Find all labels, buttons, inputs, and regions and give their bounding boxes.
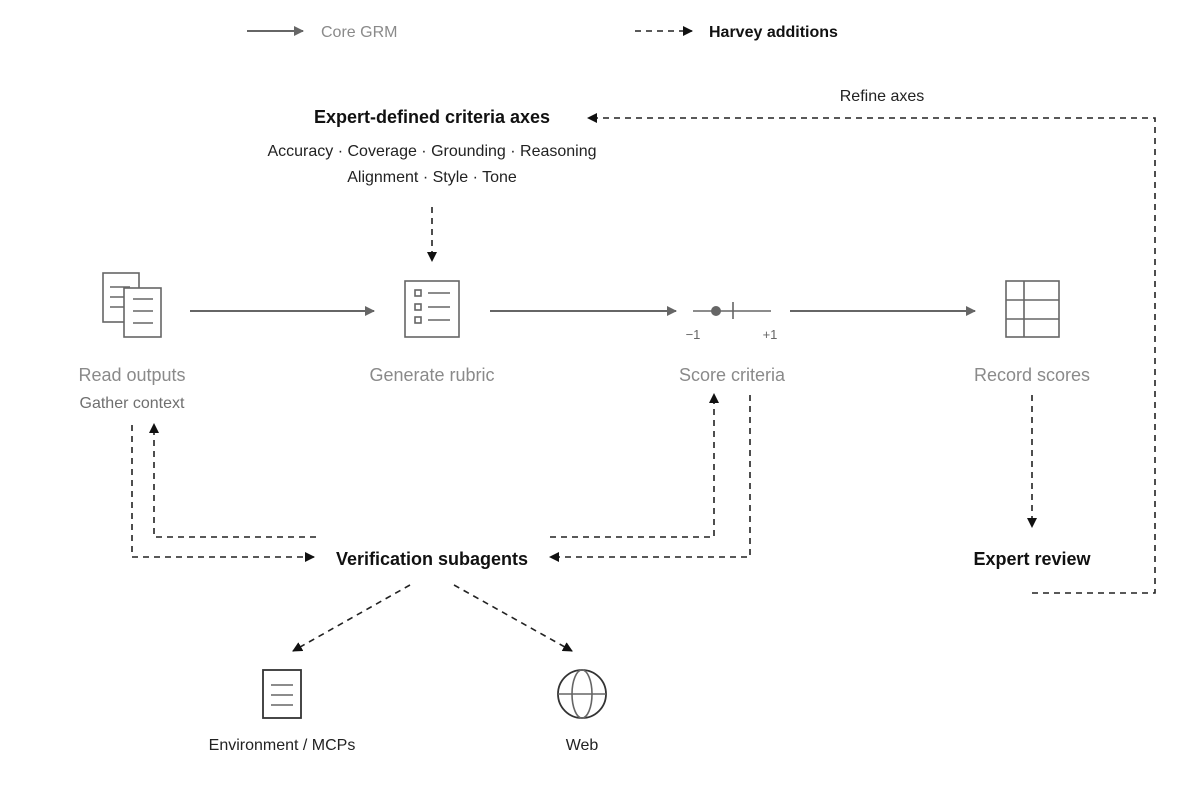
verification-to-read-arrow [149, 423, 316, 538]
globe-icon [557, 669, 607, 719]
document-icon [262, 669, 302, 719]
gather-context-label: Gather context [80, 395, 186, 412]
read-to-verification-arrow [131, 425, 315, 562]
verification-to-web-arrow [453, 584, 573, 652]
table-icon [1005, 280, 1060, 338]
verification-subagents-label: Verification subagents [336, 549, 528, 569]
web-label: Web [566, 737, 599, 754]
record-scores-label: Record scores [974, 365, 1090, 385]
verification-to-score-arrow [550, 393, 719, 538]
refine-axes-arrow [587, 113, 1156, 594]
criteria-line-1: Accuracy · Coverage · Grounding · Reason… [267, 143, 596, 160]
checklist-icon [404, 280, 460, 338]
criteria-line-2: Alignment · Style · Tone [347, 169, 517, 186]
score-to-verification-arrow [549, 395, 751, 562]
score-criteria-label: Score criteria [679, 365, 786, 385]
verification-to-env-arrow [292, 584, 411, 652]
score-tick-max: +1 [763, 327, 778, 342]
legend-core-label: Core GRM [321, 24, 397, 41]
environment-mcps-label: Environment / MCPs [209, 737, 356, 754]
score-tick-min: −1 [686, 327, 701, 342]
documents-icon [102, 272, 162, 338]
refine-axes-label: Refine axes [840, 88, 925, 105]
slider-icon [693, 302, 771, 319]
expert-review-label: Expert review [973, 549, 1091, 569]
legend-harvey-label: Harvey additions [709, 24, 838, 41]
legend: Core GRM Harvey additions [247, 24, 838, 41]
read-outputs-label: Read outputs [78, 365, 185, 385]
generate-rubric-label: Generate rubric [369, 365, 494, 385]
criteria-title: Expert-defined criteria axes [314, 107, 550, 127]
